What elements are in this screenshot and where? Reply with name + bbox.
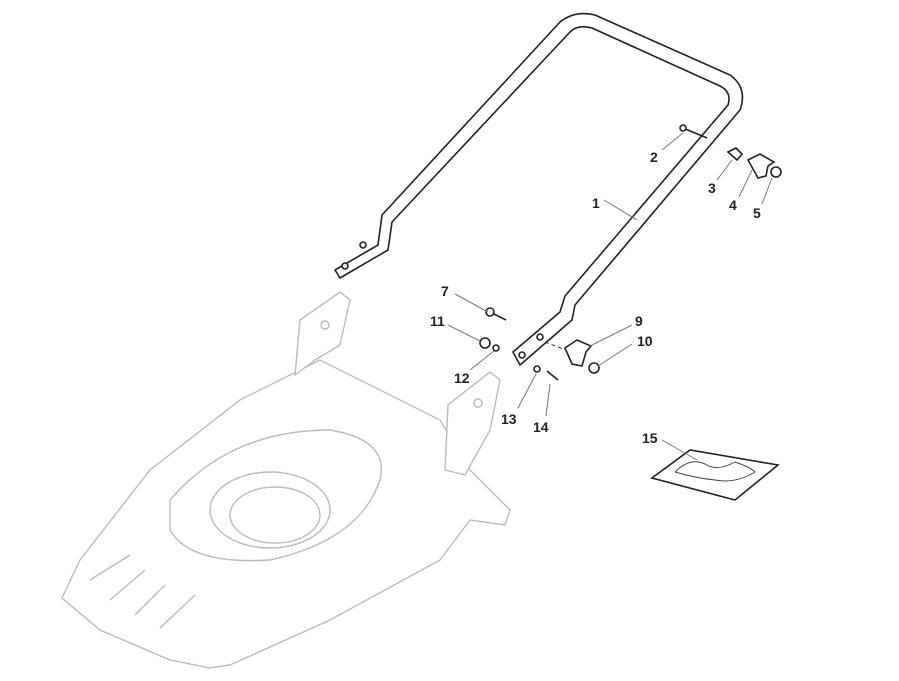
callout-4: 4 [729,197,737,213]
callout-9: 9 [635,313,643,329]
mower-deck [61,291,511,669]
callout-1: 1 [592,195,600,211]
callout-12: 12 [454,370,470,386]
callout-5: 5 [753,205,761,221]
callout-15: 15 [642,430,658,446]
callout-13: 13 [501,411,517,427]
hardware-parts [479,124,782,501]
callout-14: 14 [533,419,549,435]
callout-2: 2 [650,149,658,165]
leader-lines [447,132,773,461]
callout-3: 3 [708,180,716,196]
handle-part-1 [334,12,744,366]
callout-11: 11 [430,313,445,329]
callout-labels: 1 2 3 4 5 7 9 10 11 12 13 14 15 [430,149,761,446]
callout-7: 7 [441,283,449,299]
callout-10: 10 [637,333,653,349]
